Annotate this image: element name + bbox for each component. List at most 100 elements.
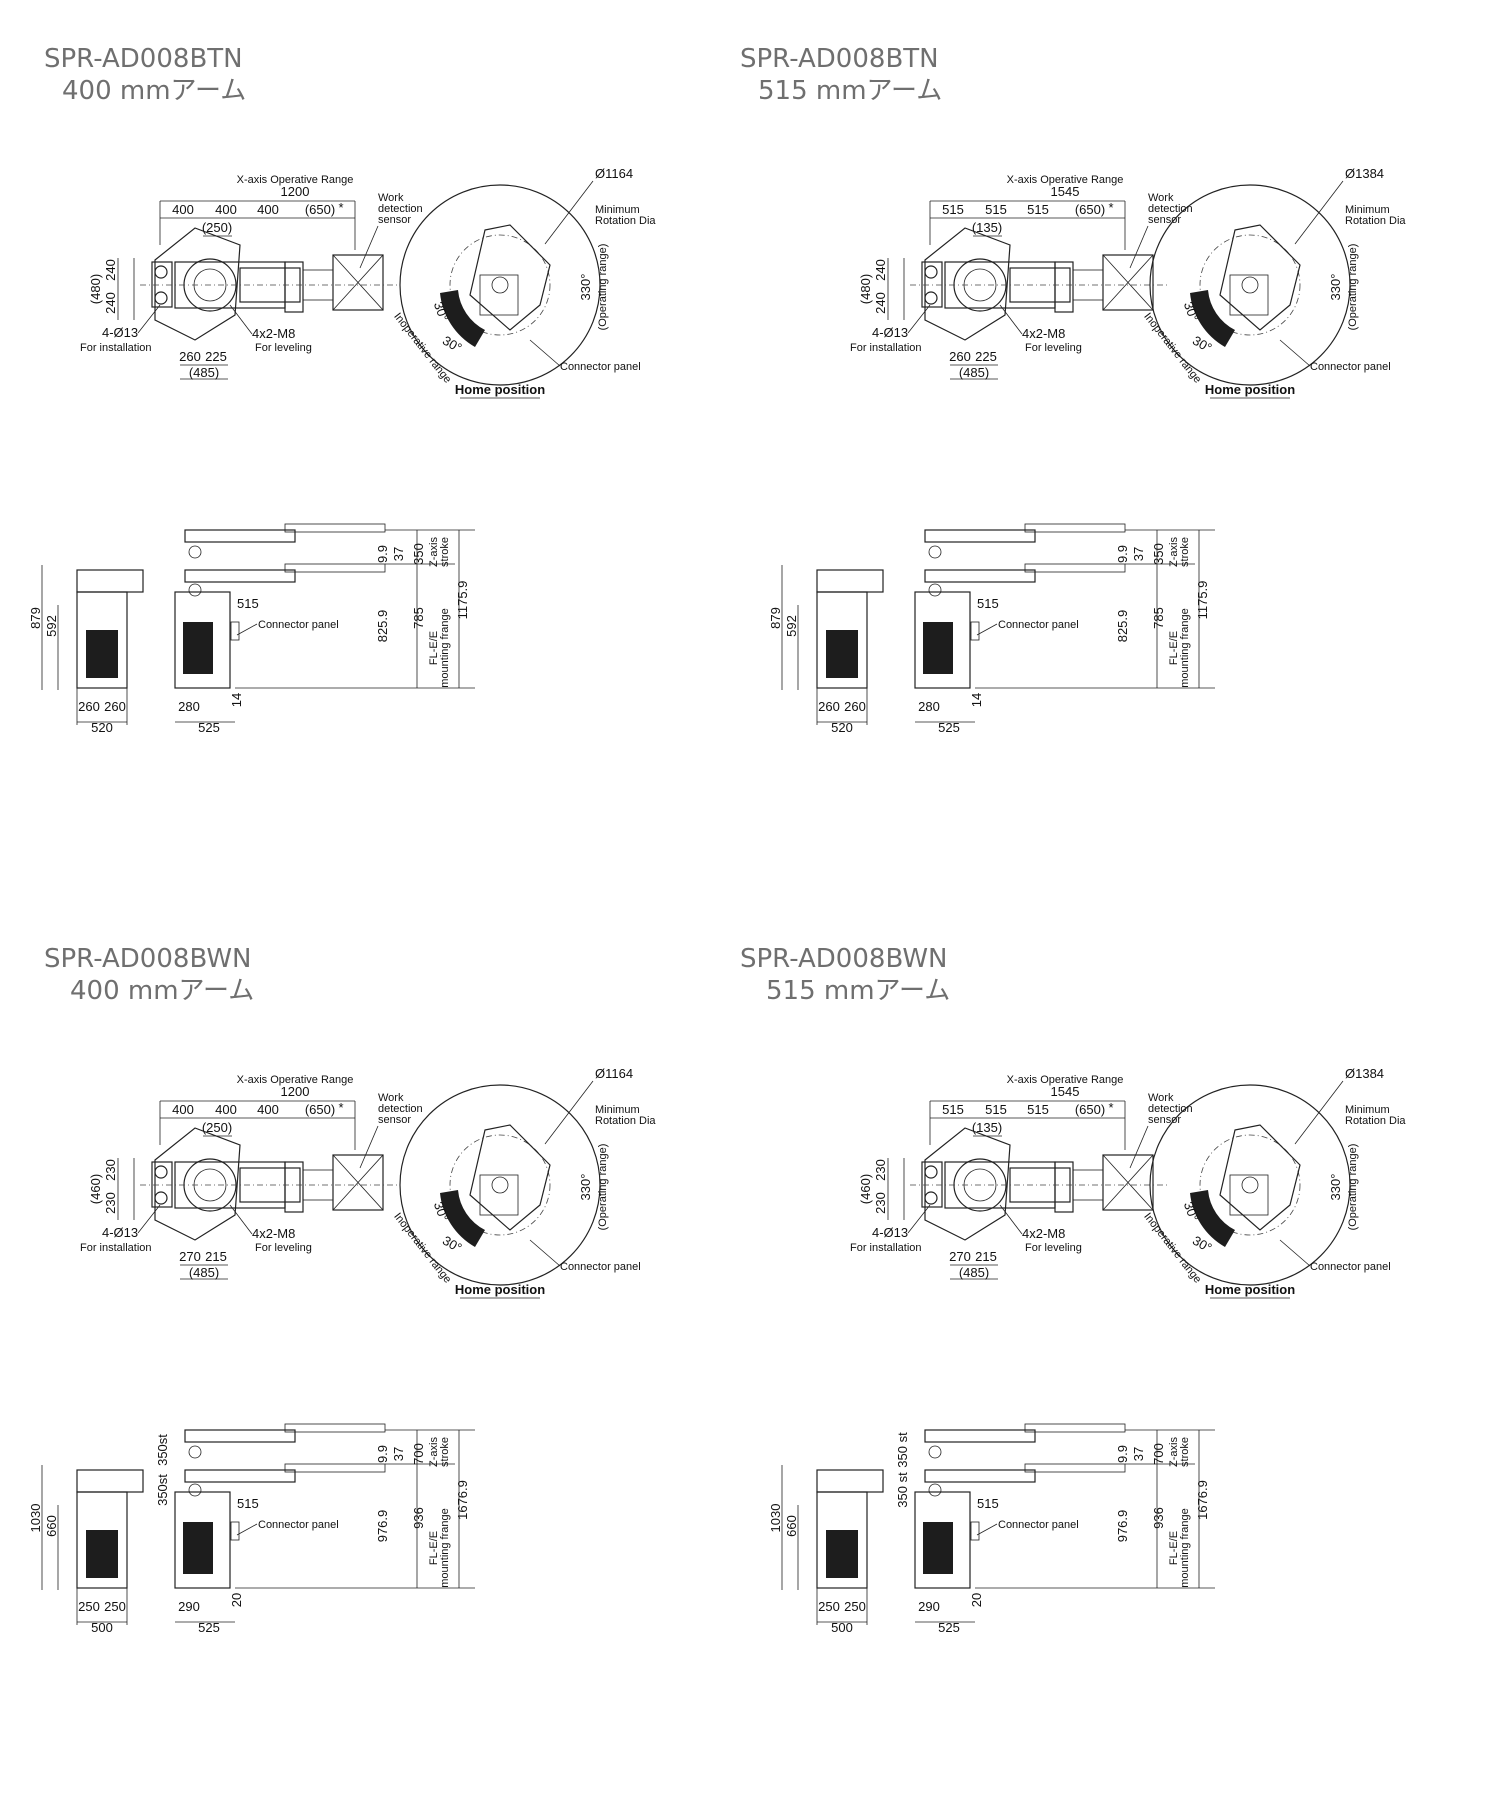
pedestal-w2-label: 250	[104, 1599, 126, 1614]
work-sensor-box	[1102, 254, 1154, 311]
work-sensor-box	[1102, 1154, 1154, 1211]
base-body	[154, 1127, 241, 1241]
inoperative-range-label: Inoperative range	[391, 1211, 453, 1286]
dim-9-9-label: 9.9	[1115, 545, 1130, 563]
diameter-leader	[1294, 180, 1344, 245]
inoperative-range-label: Inoperative range	[1141, 311, 1203, 386]
arm-pivot	[188, 583, 202, 597]
arm-lowered-extension	[1024, 1463, 1126, 1473]
segment-1-label: 515	[942, 202, 964, 217]
sub-dim-label: (135)	[972, 220, 1002, 235]
fle-label-2: mounting frange	[439, 608, 451, 688]
pedestal-hatch	[826, 630, 858, 678]
pedestal-head	[76, 1469, 144, 1493]
sensor-label-3: sensor	[1148, 214, 1181, 226]
arm-raised-extension	[284, 523, 386, 533]
height-a-label: 230	[873, 1159, 888, 1181]
pedestal-base-label: 592	[784, 615, 799, 637]
rotation-inner-circle	[1199, 1134, 1301, 1236]
install-leader	[907, 304, 931, 334]
panel-arm-title: 515 mmアーム	[758, 76, 943, 106]
rotation-circle	[399, 1084, 601, 1286]
inop-angle-a-label: 30°	[431, 1200, 452, 1224]
sensor-label-1: Work	[1148, 192, 1174, 204]
side-hatch	[923, 1522, 953, 1574]
arm-raised-extension	[1024, 523, 1126, 533]
min-rotation-label-1: Minimum	[595, 204, 640, 216]
min-rotation-label-2: Rotation Dia	[595, 215, 656, 227]
mount-hole	[924, 291, 938, 305]
operating-angle-label: 330°	[1328, 1174, 1343, 1201]
inoperative-hatch	[1190, 1190, 1235, 1247]
arm-lowered-extension	[284, 563, 386, 573]
side-280-label: 280	[918, 699, 940, 714]
sensor-leader	[1129, 225, 1149, 269]
robot-body	[479, 274, 519, 316]
height-total-label: (480)	[858, 274, 873, 304]
segment-2-label: 515	[985, 202, 1007, 217]
z-stroke-label-1: Z-axis	[1168, 1437, 1180, 1467]
home-position-label: Home position	[455, 1282, 545, 1297]
robot-top-silhouette	[1219, 1124, 1301, 1231]
bottom-b-label: 215	[205, 1249, 227, 1264]
segment-extra-label: (650)	[305, 1102, 335, 1117]
rotation-diameter-label: Ø1164	[595, 1066, 633, 1081]
min-rotation-label-2: Rotation Dia	[595, 1115, 656, 1127]
robot-body	[1229, 1174, 1269, 1216]
z-stroke-value-label: 700	[411, 1443, 426, 1465]
inoperative-hatch	[1190, 290, 1235, 347]
dim-825-label: 825.9	[375, 610, 390, 643]
segment-3-label: 400	[257, 1102, 279, 1117]
pedestal-width-label: 500	[91, 1620, 113, 1635]
rotation-circle	[399, 184, 601, 386]
work-sensor-box	[332, 1154, 384, 1211]
x-range-value: 1200	[281, 184, 310, 199]
install-note: For installation	[850, 1242, 922, 1254]
inop-angle-a-label: 30°	[431, 300, 452, 324]
dim-825-label: 976.9	[1115, 1510, 1130, 1543]
pedestal-head	[816, 569, 884, 593]
install-label: 4-Ø13	[102, 325, 138, 340]
height-b-label: 240	[873, 292, 888, 314]
arm-lowered-link	[924, 569, 1036, 583]
arm-pivot	[928, 1483, 942, 1497]
x-range-title: X-axis Operative Range	[1007, 174, 1124, 186]
pedestal-w2-label: 260	[104, 699, 126, 714]
side-stroke-top-label: 350 st	[895, 1432, 910, 1468]
mount-hole	[154, 1165, 168, 1179]
pedestal-column	[816, 591, 868, 689]
side-stroke-top-label: 350st	[155, 1434, 170, 1466]
pedestal-w1-label: 260	[78, 699, 100, 714]
segment-1-label: 400	[172, 202, 194, 217]
side-column	[914, 1491, 971, 1589]
robot-body	[1229, 274, 1269, 316]
side-280-label: 280	[178, 699, 200, 714]
side-515-label: 515	[237, 1496, 259, 1511]
z-stroke-label-2: stroke	[1179, 537, 1191, 567]
fle-label-1: FL-E/E	[428, 631, 440, 665]
dim-1175-label: 1175.9	[455, 581, 470, 620]
operating-range-label: (Operating range)	[597, 1144, 609, 1231]
mount-hole	[154, 291, 168, 305]
sensor-label-3: sensor	[1148, 1114, 1181, 1126]
bottom-a-label: 260	[179, 349, 201, 364]
pedestal-total-label: 879	[28, 607, 43, 629]
diameter-leader	[544, 1080, 594, 1145]
arm-lowered-extension	[1024, 563, 1126, 573]
arm-pivot	[928, 583, 942, 597]
operating-range-label: (Operating range)	[597, 244, 609, 331]
leveling-leader	[999, 304, 1023, 335]
dim-1175-label: 1175.9	[1195, 581, 1210, 620]
arm-pivot	[188, 545, 202, 559]
pedestal-hatch	[826, 1530, 858, 1578]
side-column	[174, 591, 231, 689]
home-position-label: Home position	[1205, 1282, 1295, 1297]
z-stroke-value-label: 350	[1151, 543, 1166, 565]
install-note: For installation	[80, 1242, 152, 1254]
side-stroke-mid-label: 350st	[155, 1474, 170, 1506]
connector-box	[970, 621, 980, 641]
segment-2-label: 515	[985, 1102, 1007, 1117]
rotation-diameter-label: Ø1164	[595, 166, 633, 181]
min-rotation-label-2: Rotation Dia	[1345, 215, 1406, 227]
leveling-label: 4x2-M8	[1022, 326, 1065, 341]
